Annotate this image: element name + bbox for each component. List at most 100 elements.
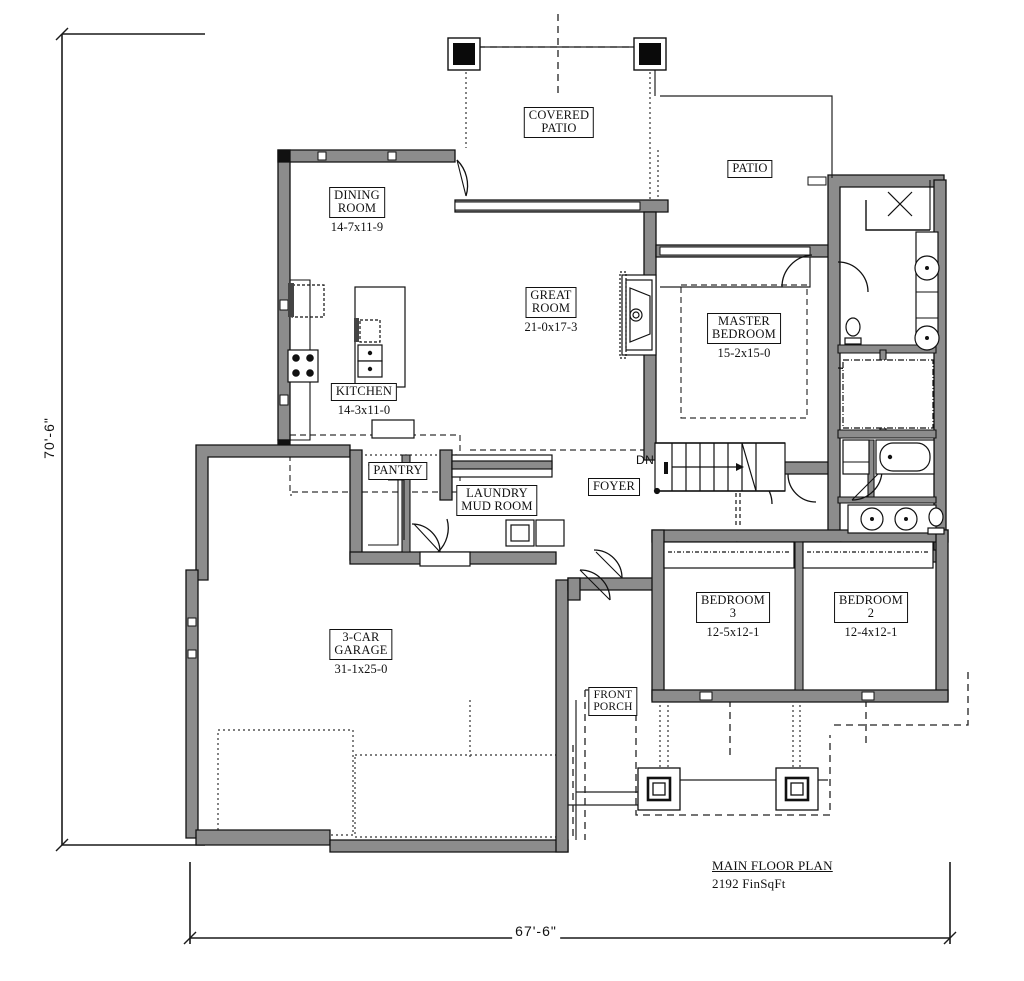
laundry-bench (419, 551, 471, 567)
porch-column-left-inner (652, 782, 666, 796)
room-label-front-porch: FRONT PORCH (588, 687, 638, 717)
porch-column-right-outer (775, 767, 819, 811)
room-label-covered-patio: COVERED PATIO (523, 107, 595, 139)
toilet-bowl-2 (928, 507, 944, 527)
door-hall (787, 473, 817, 503)
room-dim-kitchen: 14-3x11-0 (330, 403, 398, 418)
washer-drum (510, 524, 530, 542)
fireplace-detail-inner (632, 311, 640, 319)
room-name-bedroom-2: BEDROOM 2 (834, 592, 908, 624)
toilet-bowl-1 (845, 317, 861, 337)
wall-porch-joint (567, 577, 581, 601)
windows (187, 151, 875, 701)
vanity-drain-1 (924, 266, 929, 271)
hip-ridge-dotted (465, 47, 801, 770)
window-master-slider (659, 246, 811, 256)
window-great-slider (454, 201, 641, 211)
door-closet (837, 261, 869, 293)
patio-posts (447, 37, 667, 71)
walls (185, 149, 949, 853)
door-front (593, 549, 623, 579)
room-name-bedroom-3: BEDROOM 3 (696, 592, 770, 624)
window-garage-2 (187, 649, 197, 659)
fireplace-firebox (629, 287, 651, 343)
fireplace-detail-outer (629, 308, 643, 322)
room-dim-bedroom-3: 12-5x12-1 (696, 626, 770, 640)
garage-door-1 (217, 729, 354, 836)
door-leaf-front (595, 551, 623, 579)
bathtub-drain (887, 454, 893, 460)
window-dining-1 (317, 151, 327, 161)
room-dim-master-bedroom: 15-2x15-0 (707, 347, 781, 361)
room-name-laundry-mud-room: LAUNDRY MUD ROOM (456, 485, 538, 517)
plan-title: MAIN FLOOR PLAN (712, 858, 833, 873)
wall-garage-north (195, 444, 351, 581)
door-laundry (437, 518, 449, 553)
sink-drain-1 (367, 350, 373, 356)
room-label-master-bedroom: MASTER BEDROOM 15-2x15-0 (707, 313, 781, 361)
room-label-bedroom-3: BEDROOM 3 12-5x12-1 (696, 592, 770, 640)
fixtures (287, 180, 945, 569)
patio-post-left (453, 43, 475, 65)
room-dim-great-room: 21-0x17-3 (524, 320, 578, 335)
cooktop (287, 349, 319, 383)
porch-column-right-inner (790, 782, 804, 796)
room-label-kitchen: KITCHEN 14-3x11-0 (330, 383, 398, 418)
master-ceiling-tray (680, 284, 808, 419)
window-bedroom3 (699, 691, 713, 701)
patio-post-right (639, 43, 661, 65)
plan-area: 2192 FinSqFt (712, 875, 786, 891)
wall-bedrooms-south (651, 689, 949, 703)
wall-bedroom3-west (651, 529, 665, 701)
hall-jamb (664, 462, 668, 474)
door-leaf-pantry (413, 523, 441, 553)
window-kitchen-2 (279, 394, 289, 406)
stair-winder (741, 442, 757, 492)
shower-pan (842, 359, 934, 429)
room-label-great-room: GREAT ROOM 21-0x17-3 (524, 287, 578, 335)
closet-bedroom2 (802, 541, 934, 569)
burner-4 (306, 369, 314, 377)
wall-corner-nw (277, 149, 291, 163)
wall-bath-divider-2 (837, 429, 937, 439)
window-dining-2 (387, 151, 397, 161)
burner-1 (292, 354, 300, 362)
dim-tick-right (943, 931, 957, 945)
island-edge (354, 318, 359, 342)
wall-garage-east (555, 579, 569, 853)
door-pantry (411, 523, 441, 553)
wall-bath-divider-1 (837, 344, 937, 354)
wall-bedroom-divider (794, 541, 804, 691)
dimension-lines (55, 27, 957, 945)
window-bedroom2 (861, 691, 875, 701)
window-garage-1 (187, 617, 197, 627)
room-name-great-room: GREAT ROOM (525, 287, 577, 319)
dim-tick-top (55, 27, 69, 41)
overhang-right (830, 672, 969, 726)
room-name-master-bedroom: MASTER BEDROOM (707, 313, 781, 345)
wall-pantry-west (349, 449, 363, 561)
refrigerator (291, 284, 325, 318)
overall-height-dimension: 70'-6" (41, 414, 57, 462)
room-name-patio: PATIO (727, 160, 773, 179)
door-leaf-bath (851, 469, 883, 501)
garage-door-2 (354, 754, 561, 838)
room-label-patio: PATIO (727, 160, 773, 179)
toilet-tank-2 (927, 527, 945, 535)
wall-garage-south-2 (329, 839, 569, 853)
room-label-laundry-mud-room: LAUNDRY MUD ROOM (456, 485, 538, 517)
room-name-front-porch: FRONT PORCH (588, 687, 638, 717)
fridge-edge (288, 283, 294, 317)
room-label-garage: 3-CAR GARAGE 31-1x25-0 (329, 629, 393, 677)
door-garage-mud (579, 569, 611, 601)
window-kitchen-1 (279, 299, 289, 311)
burner-3 (292, 369, 300, 377)
sink-drain-2 (367, 366, 373, 372)
vanity-drain-4 (903, 516, 908, 521)
room-label-dining-room: DINING ROOM 14-7x11-9 (329, 187, 385, 235)
fireplace-hearth (619, 271, 627, 359)
room-label-pantry: PANTRY (368, 462, 428, 481)
laundry-counter-band (451, 460, 553, 470)
vanity-drain-2 (924, 336, 929, 341)
